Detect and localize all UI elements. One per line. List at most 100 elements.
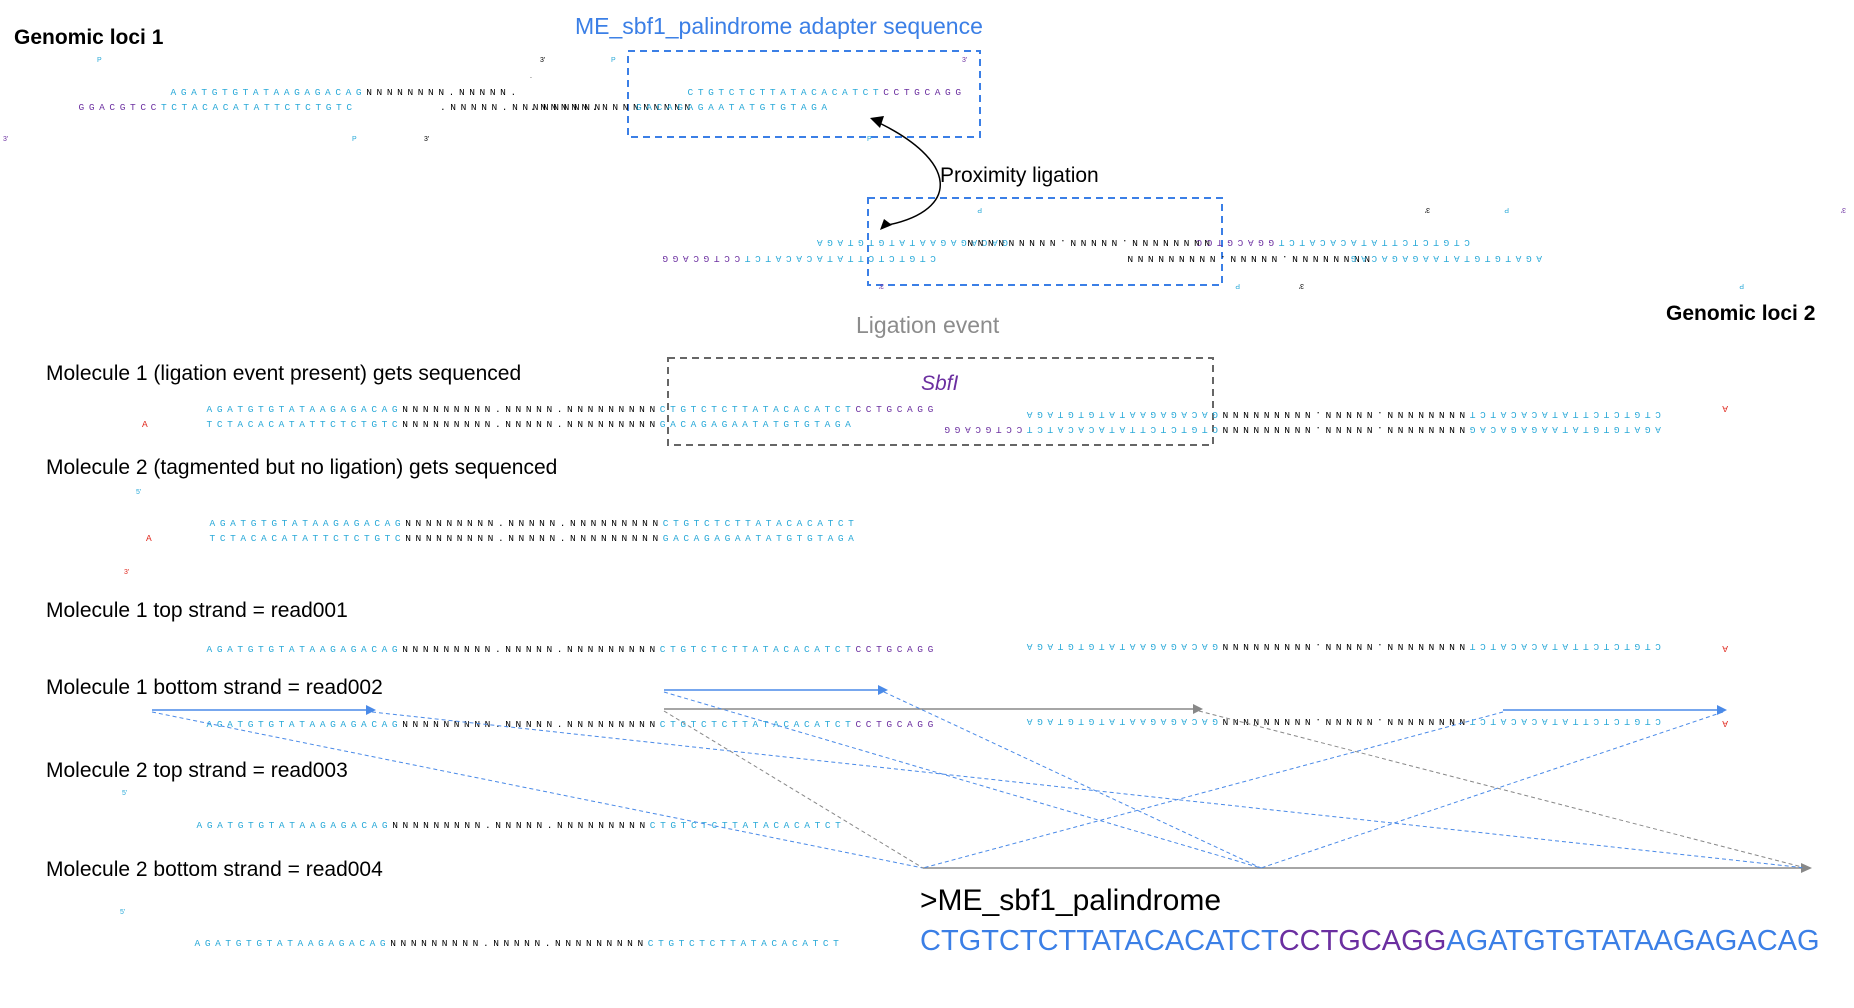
read001-n: NNNNNNNNN.NNNNN.NNNNNNNNN (402, 644, 660, 655)
mol2-bottom-strand: TCTACACATATTCTCTGTCNNNNNNNNN.NNNNN.NNNNN… (158, 533, 889, 544)
mol1-rev-bot-purple: CCTGCAGG (940, 424, 1022, 435)
mol1-bot-cyan: TCTACACATATTCTCTGTC (207, 419, 403, 430)
read002-cyan: AGATGTGTATAAGAGACAG (207, 719, 403, 730)
mol1-sequenced-label: Molecule 1 (ligation event present) gets… (46, 362, 521, 385)
adapter-3prime: 3' (962, 57, 967, 64)
dash-1 (151, 711, 924, 869)
mol1-top-n: NNNNNNNNN.NNNNN.NNNNNNNNN (402, 404, 660, 415)
read002-n: NNNNNNNNN.NNNNN.NNNNNNNNN (402, 719, 660, 730)
fasta-header: >ME_sbf1_palindrome (920, 884, 1221, 917)
read002-seq: AGATGTGTATAAGAGACAGNNNNNNNNN.NNNNN.NNNNN… (155, 719, 969, 730)
read001-rev-cyan: CTGTCTCTTATACACATCT (1465, 641, 1661, 652)
read001-adapter: CTGTCTCTTATACACATCT (660, 644, 856, 655)
mol1-rev-bottom: AGATGTGTATAAGAGACAGNNNNNNNN.NNNNN.NNNNNN… (888, 424, 1733, 435)
sbfi-label: SbfI (921, 372, 959, 395)
loci2-cyan-top: CTGTCTCTTATACACATCTGGACGTCC (1140, 237, 1542, 248)
read003-adapter: CTGTCTCTTATACACATCT (650, 820, 846, 831)
mol2-top-strand: AGATGTGTATAAGAGACAGNNNNNNNNN.NNNNN.NNNNN… (158, 518, 889, 529)
loci1-top-cyan: AGATGTGTATAAGAGACAG (171, 87, 367, 98)
dash-8 (1260, 711, 1724, 869)
adapter-top-cyan: CTGTCTCTTATACACATCT (688, 87, 884, 98)
loci1-3prime-left: 3' (3, 136, 8, 143)
loci1-3prime-bottom: 3' (424, 136, 429, 143)
mol1-bot-n: NNNNNNNNN.NNNNN.NNNNNNNNN (402, 419, 660, 430)
mol2-bot-cyan: TCTACACATATTCTCTGTC (210, 533, 406, 544)
read001-seq: AGATGTGTATAAGAGACAGNNNNNNNNN.NNNNN.NNNNN… (155, 644, 969, 655)
mol1-rev-bot-cyan: AGATGTGTATAAGAGACAG (1465, 424, 1661, 435)
mol1-rev-group: CTGTCTCTTATACACATCTNNNNNNNN.NNNNN.NNNNNN… (888, 409, 1733, 435)
loci1-p-mark: P (97, 57, 102, 64)
mol2-bot-adapter: GACAGAGAATATGTGTAGA (663, 533, 859, 544)
mol1-rev-top-n: NNNNNNNN.NNNNN.NNNNNNNNN (1218, 409, 1465, 420)
loci2-p-mark-3: P (1235, 282, 1240, 289)
adapter-bottom-strand: GACAGAGAATATGTGTAGA (636, 102, 832, 113)
read003-n: NNNNNNNNN.NNNNN.NNNNNNNNN (392, 820, 650, 831)
genomic-loci-2-title: Genomic loci 2 (1666, 302, 1815, 325)
proximity-ligation-arrow (872, 119, 941, 226)
mol1-bot-adapter: GACAGAGAATATGTGTAGA (660, 419, 856, 430)
mol2-top-n: NNNNNNNNN.NNNNN.NNNNNNNNN (405, 518, 663, 529)
loci2-p-mark-1: P (977, 206, 982, 213)
arrowhead-5 (1801, 863, 1812, 873)
read001-a-mark: A (1718, 643, 1728, 654)
proximity-ligation-label: Proximity ligation (940, 164, 1099, 187)
arrowhead-3 (1193, 704, 1203, 714)
read004-adapter: CTGTCTCTTATACACATCT (648, 938, 844, 949)
mol1-a-mark: A (142, 419, 152, 430)
mol2-a-mark: A (146, 533, 156, 544)
read001-rev-n: NNNNNNNN.NNNNN.NNNNNNNNN (1218, 641, 1465, 652)
mol2-3prime: 3' (124, 569, 129, 576)
loci1-bot-cyan: TCTACACATATTCTCTGTC (161, 102, 357, 113)
loci2-cyan-top-cyan: CTGTCTCTTATACACATCT (1274, 237, 1470, 248)
ligation-event-label: Ligation event (856, 312, 1000, 338)
adapter-box-top (627, 50, 981, 138)
arrowhead-2 (878, 685, 888, 695)
mol2-sequenced-label: Molecule 2 (tagmented but no ligation) g… (46, 456, 557, 479)
read004-cyan: AGATGTGTATAAGAGACAG (195, 938, 391, 949)
adapter-box-bottom (867, 197, 1223, 286)
read003-seq: AGATGTGTATAAGAGACAGNNNNNNNNN.NNNNN.NNNNN… (145, 820, 876, 831)
sbfi-box (667, 357, 1214, 446)
read004-5prime: 5' (120, 909, 125, 916)
adapter-title: ME_sbf1_palindrome adapter sequence (575, 13, 983, 39)
mol1-rev-bot-adapter: CTGTCTCTTATACACATCT (1022, 424, 1218, 435)
loci2-3prime-2: 3' (1841, 206, 1846, 213)
mol1-top-cyan: AGATGTGTATAAGAGACAG (207, 404, 403, 415)
dash-6 (1198, 710, 1807, 869)
read002-rev-adapter: GACAGAGAATATGTGTAGA (1022, 716, 1218, 727)
arrowhead-4 (1717, 705, 1727, 715)
dash-5 (663, 710, 924, 869)
loci2-n-top: NNNNNNNN.NNNNN.NNNNNNNNN (963, 237, 1210, 248)
mol2-top-adapter: CTGTCTCTTATACACATCT (663, 518, 859, 529)
loci2-cyan-top-purple: GGACGTCC (1192, 237, 1274, 248)
mapping-arrows (151, 685, 1812, 873)
dash-4 (883, 691, 1262, 869)
loci2-adapter-bot-cyan: CTGTCTCTTATACACATCT (740, 253, 936, 264)
read002-a-mark: A (1718, 718, 1728, 729)
read002-rev-group: CTGTCTCTTATACACATCTNNNNNNNN.NNNNN.NNNNNN… (1022, 716, 1661, 727)
adapter-top-purple: CCTGCAGG (883, 87, 965, 98)
read001-purple: CCTGCAGG (855, 644, 937, 655)
loci1-nrun: .NNNNN.NNNNNNNNN (530, 102, 695, 113)
loci2-3prime-1: 3' (1425, 206, 1430, 213)
read001-rev-group: CTGTCTCTTATACACATCTNNNNNNNN.NNNNN.NNNNNN… (1022, 641, 1661, 652)
loci1-3prime-top: 3' (540, 57, 545, 64)
read001-label: Molecule 1 top strand = read001 (46, 599, 348, 622)
mol1-rev-top: CTGTCTCTTATACACATCTNNNNNNNN.NNNNN.NNNNNN… (971, 409, 1733, 420)
loci2-adapter-bot-purple: CCTGCAGG (658, 253, 740, 264)
loci1-dot-top: . (530, 73, 532, 80)
mol1-top-adapter: CTGTCTCTTATACACATCT (660, 404, 856, 415)
fasta-part-1: CTGTCTCTTATACACATCT (920, 925, 1279, 957)
proximity-ligation-arrowhead-bottom (880, 219, 892, 230)
mol1-top-strand: AGATGTGTATAAGAGACAGNNNNNNNNN.NNNNN.NNNNN… (155, 404, 969, 415)
read004-seq: AGATGTGTATAAGAGACAGNNNNNNNNN.NNNNN.NNNNN… (143, 938, 874, 949)
read003-cyan: AGATGTGTATAAGAGACAG (197, 820, 393, 831)
loci2-p-mark-2: P (1504, 206, 1509, 213)
loci1-bottom-strand: GGACGTCCTCTACACATATTCTCTGTC (27, 102, 388, 113)
proximity-ligation-arrowhead-top (870, 116, 884, 128)
read003-5prime: 5' (122, 790, 127, 797)
arrowhead-1 (366, 705, 376, 715)
read002-adapter: CTGTCTCTTATACACATCT (660, 719, 856, 730)
dash-2 (371, 711, 1807, 869)
